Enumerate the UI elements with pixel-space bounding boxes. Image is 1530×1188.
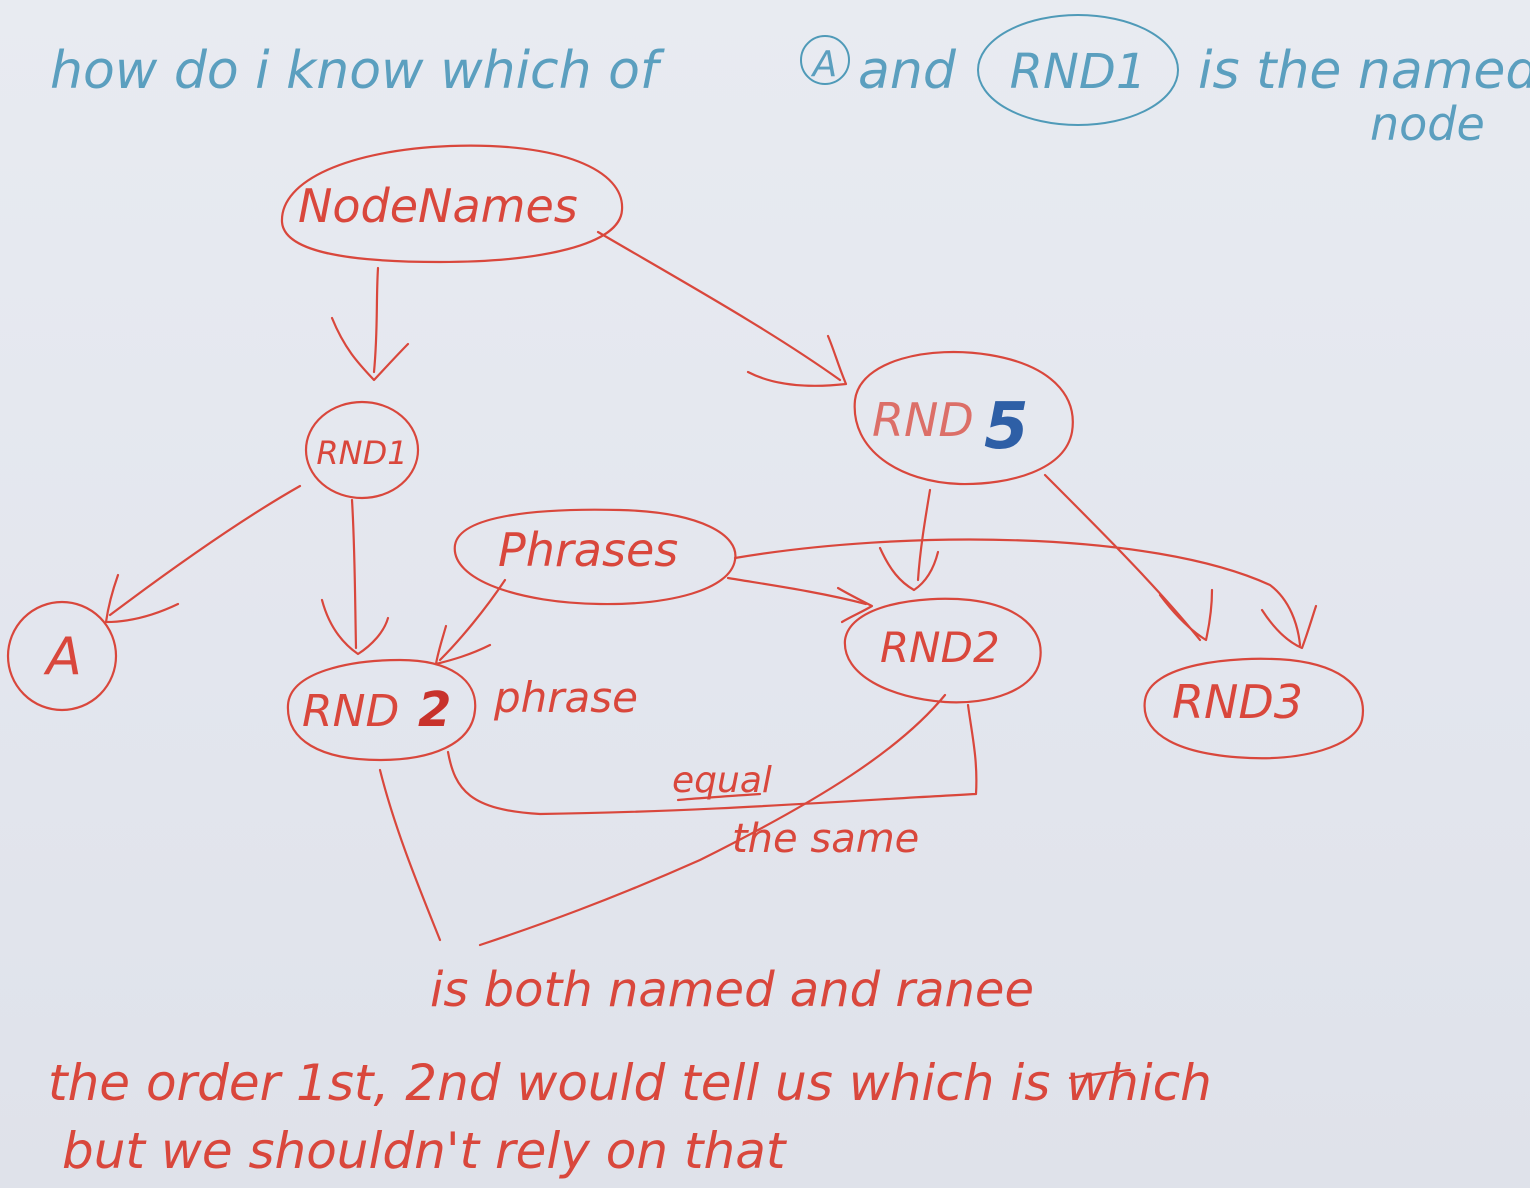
edge-rnd2-right-note — [478, 693, 947, 947]
edge-rnd2-equal-rnd2 — [446, 703, 978, 816]
node-rnd2-left-ellipse — [286, 658, 477, 762]
edge-nodenames-rnd5 — [596, 230, 842, 382]
note-order-line2: but we shouldn't rely on that — [62, 1122, 788, 1180]
edge-phrases-rnd2-left — [438, 578, 507, 662]
arrowhead-a — [104, 573, 180, 624]
question-node-rnd1-ellipse — [977, 14, 1179, 126]
question-node-a-circle — [800, 35, 850, 85]
node-phrases-label: Phrases — [498, 523, 678, 577]
arrowhead-rnd1 — [330, 316, 410, 382]
label-the-same: the same — [732, 816, 919, 862]
nodes: NodeNames RND1 RND 5 A Phrases RND 2 RND… — [6, 144, 1365, 762]
question-node-a-label: A — [811, 44, 838, 85]
edge-phrases-rnd3 — [733, 538, 1302, 647]
node-a-circle — [6, 600, 118, 712]
edges — [104, 230, 1318, 947]
edge-rnd2-left-note — [378, 768, 442, 942]
node-rnd3-ellipse — [1143, 657, 1365, 760]
node-rnd5-ellipse — [853, 350, 1074, 486]
arrowhead-rnd2-left-top — [320, 598, 390, 656]
node-rnd2-right-ellipse — [843, 597, 1042, 704]
node-nodenames-ellipse — [280, 144, 624, 264]
node-rnd3-label: RND3 — [1172, 675, 1303, 729]
edge-rnd5-rnd3 — [1043, 473, 1202, 642]
node-rnd5-overwrite: 5 — [984, 390, 1029, 464]
question-text-and: and — [858, 41, 957, 101]
node-phrases-ellipse — [453, 508, 737, 606]
arrowhead-rnd2-right-top — [878, 546, 940, 592]
edge-phrases-rnd2-right — [726, 576, 868, 606]
edge-nodenames-rnd1 — [372, 266, 380, 374]
question-text-line2: node — [1370, 97, 1485, 151]
edge-rnd5-rnd2-right — [916, 488, 932, 582]
node-rnd1-ellipse — [304, 400, 420, 500]
question-text-end: is the named — [1198, 41, 1530, 101]
node-rnd2-left-label: RND — [302, 686, 399, 737]
node-rnd5-label: RND — [872, 393, 974, 447]
node-a-label: A — [43, 627, 82, 687]
edge-rnd1-rnd2-left — [350, 498, 358, 650]
arrowhead-rnd2-right-side — [836, 586, 874, 624]
label-equal-underline — [676, 792, 762, 802]
node-rnd2-left-overwrite: 2 — [418, 682, 451, 738]
node-rnd1-label: RND1 — [316, 434, 407, 472]
node-rnd2-right-label: RND2 — [880, 623, 1000, 672]
node-nodenames-label: NodeNames — [298, 179, 578, 233]
note-both: is both named and ranee — [430, 962, 1034, 1018]
edge-labels: phrase equal the same — [493, 673, 919, 862]
question-node-rnd1-label: RND1 — [1010, 44, 1147, 100]
notes: is both named and ranee the order 1st, 2… — [48, 962, 1212, 1180]
edge-rnd1-a — [108, 484, 302, 617]
arrowhead-rnd3-left — [1158, 588, 1214, 642]
arrowhead-rnd3-right — [1260, 604, 1318, 650]
question-text-start: how do i know which of — [50, 41, 665, 101]
note-strikethrough — [1068, 1068, 1132, 1080]
arrowhead-rnd5 — [746, 334, 848, 387]
question: how do i know which of A and RND1 is the… — [50, 14, 1530, 151]
arrowhead-rnd2-left-side — [434, 624, 492, 666]
note-order-line1: the order 1st, 2nd would tell us which i… — [48, 1054, 1212, 1112]
label-phrase: phrase — [493, 673, 638, 722]
